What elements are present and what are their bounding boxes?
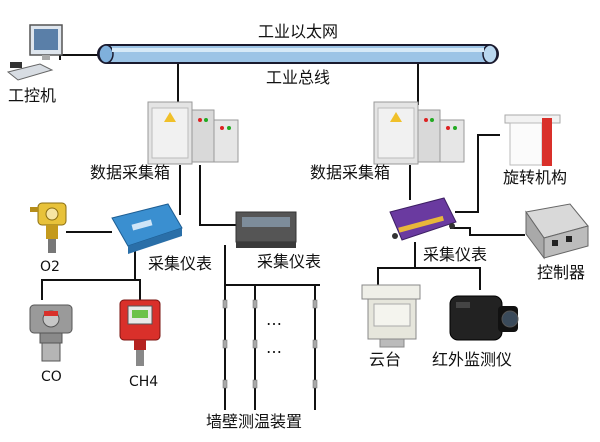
pc-label: 工控机 bbox=[8, 86, 57, 105]
infrared-monitor-icon bbox=[449, 295, 519, 341]
module-to-ch4-line bbox=[135, 279, 141, 300]
module-to-controller-line bbox=[450, 227, 525, 236]
module-to-sensors-line bbox=[41, 245, 136, 300]
ch4-sensor-icon bbox=[119, 299, 161, 366]
module-to-cameras-line bbox=[377, 242, 416, 285]
o2-sensor-icon bbox=[30, 202, 67, 253]
acquisition-mid-label: 采集仪表 bbox=[257, 252, 322, 271]
data-acquisition-box-left-icon bbox=[147, 101, 239, 165]
module-to-ir-line bbox=[415, 267, 481, 290]
controller-label: 控制器 bbox=[537, 263, 586, 282]
probes-ellipsis-2: … bbox=[266, 338, 282, 357]
probes-ellipsis: … bbox=[266, 310, 282, 329]
pc-to-bus-line bbox=[59, 54, 100, 60]
co-sensor-icon bbox=[29, 304, 73, 362]
acquisition-module-purple-icon bbox=[389, 197, 457, 241]
box-left-label: 数据采集箱 bbox=[90, 163, 171, 182]
workstation-icon bbox=[6, 24, 63, 81]
pan-tilt-camera-icon bbox=[361, 284, 421, 348]
rotator-label: 旋转机构 bbox=[503, 168, 568, 187]
rotator-mechanism-icon bbox=[504, 114, 561, 166]
wall-temperature-label: 墙壁测温装置 bbox=[206, 412, 303, 431]
ethernet-bus bbox=[97, 44, 499, 64]
ethernet-label: 工业以太网 bbox=[258, 22, 339, 41]
left-box-to-meter-line bbox=[199, 165, 236, 226]
acquisition-module-blue-icon bbox=[111, 203, 183, 254]
controller-icon bbox=[525, 203, 589, 260]
acquisition-left-label: 采集仪表 bbox=[148, 254, 213, 273]
box-right-label: 数据采集箱 bbox=[310, 163, 391, 182]
acquisition-meter-gray-icon bbox=[235, 211, 297, 248]
pan-tilt-label: 云台 bbox=[369, 350, 402, 369]
data-acquisition-box-right-icon bbox=[373, 101, 465, 165]
ch4-label: CH4 bbox=[129, 374, 159, 390]
acquisition-right-label: 采集仪表 bbox=[423, 245, 488, 264]
module-to-rotator-line bbox=[455, 134, 500, 213]
wall-temperature-probes bbox=[222, 299, 318, 389]
co-label: CO bbox=[41, 369, 62, 385]
infrared-label: 红外监测仪 bbox=[432, 350, 513, 369]
o2-label: O2 bbox=[40, 259, 60, 275]
bus-label: 工业总线 bbox=[266, 68, 331, 87]
